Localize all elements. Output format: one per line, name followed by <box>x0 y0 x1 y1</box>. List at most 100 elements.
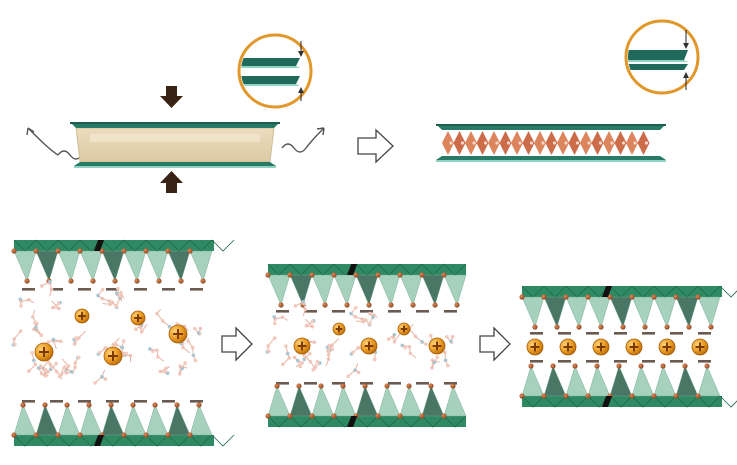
solvent-molecule <box>386 332 401 344</box>
tetrahedron <box>79 250 103 282</box>
oxygen-atom <box>165 248 171 254</box>
solvent-molecule <box>186 337 198 363</box>
plus-circle-icon <box>559 338 577 356</box>
tetrahedron <box>35 250 59 282</box>
molecule-spike <box>476 131 489 155</box>
oxygen-atom <box>397 272 403 278</box>
solid-arrow-icon-down <box>160 86 183 108</box>
oxygen-atom <box>309 272 315 278</box>
tetrahedron <box>609 365 633 397</box>
tetrahedron <box>377 274 401 306</box>
tetrahedron <box>355 274 379 306</box>
solvent-molecule <box>407 324 428 347</box>
oxygen-atom <box>686 324 692 330</box>
oxygen-atom <box>620 324 626 330</box>
charge-dash <box>360 382 373 385</box>
oxygen-atom <box>77 248 83 254</box>
solvent-molecule <box>61 358 74 375</box>
oxygen-atom <box>550 363 556 369</box>
oxygen-atom <box>419 413 425 419</box>
charge-dash <box>530 360 543 363</box>
oxygen-atom <box>708 324 714 330</box>
tetrahedron <box>609 296 633 328</box>
solvent-molecule <box>349 305 366 321</box>
solvent-molecule <box>349 345 366 356</box>
oxygen-atom <box>651 294 657 300</box>
interlayer-panel-wide <box>11 239 235 447</box>
tetrahedron <box>13 250 37 282</box>
charge-dash <box>698 360 711 363</box>
plus-circle-icon <box>103 346 123 366</box>
octahedral-band <box>522 286 722 297</box>
tetrahedron <box>565 365 589 397</box>
molecule-atom <box>495 141 499 145</box>
molecule-atom <box>460 141 465 145</box>
charge-dash <box>416 382 429 385</box>
solvent-molecule <box>72 355 81 375</box>
oxygen-atom <box>130 402 136 408</box>
tetrahedron <box>565 296 589 328</box>
tetrahedron <box>57 404 81 436</box>
solvent-molecule <box>102 300 119 310</box>
solvent-molecule <box>292 355 304 369</box>
molecule-atom <box>598 141 603 145</box>
charge-dash <box>106 400 119 403</box>
solvent-molecule <box>177 361 188 376</box>
charge-dash <box>360 310 373 313</box>
plus-circle-icon <box>34 342 54 362</box>
molecule-spike <box>545 131 558 155</box>
solid-arrow-icon-up <box>160 171 183 193</box>
oxygen-atom <box>695 393 701 399</box>
charge-dash <box>50 400 63 403</box>
molecule-atom <box>621 141 626 145</box>
tetrahedron <box>543 296 567 328</box>
oxygen-atom <box>174 402 180 408</box>
charge-dash <box>388 382 401 385</box>
tetrahedron <box>123 250 147 282</box>
edge-highlight <box>602 286 612 297</box>
oxygen-atom <box>673 393 679 399</box>
molecule-spike <box>568 131 581 155</box>
solvent-molecule <box>301 351 317 370</box>
oxygen-atom <box>441 413 447 419</box>
edge-highlight <box>94 240 104 251</box>
oxygen-atom <box>274 383 280 389</box>
oxygen-atom <box>112 278 118 284</box>
molecule-atom <box>472 141 476 145</box>
oxygen-atom <box>309 413 315 419</box>
oxygen-atom <box>11 432 17 438</box>
molecule-atom <box>633 141 637 145</box>
plus-circle-icon <box>168 324 188 344</box>
charge-dash <box>50 288 63 291</box>
oxygen-atom <box>532 324 538 330</box>
oxygen-atom <box>20 402 26 408</box>
oxygen-atom <box>410 302 416 308</box>
oxygen-atom <box>366 302 372 308</box>
molecule-atom <box>564 141 568 145</box>
oxygen-atom <box>143 248 149 254</box>
charge-dash <box>586 332 599 335</box>
solvent-molecule <box>46 337 63 349</box>
molecule-spike <box>591 131 604 155</box>
oxygen-atom <box>121 432 127 438</box>
solvent-molecule <box>346 363 361 379</box>
molecule-spike <box>603 131 615 155</box>
hollow-arrow-icon-2 <box>479 326 511 362</box>
oxygen-atom <box>419 272 425 278</box>
oxygen-atom <box>11 248 17 254</box>
solvent-molecule <box>400 343 417 359</box>
charge-dash <box>614 332 627 335</box>
octahedral-band <box>268 264 466 275</box>
plus-circle-icon <box>625 338 643 356</box>
charge-dash <box>444 310 457 313</box>
charge-dash <box>276 382 289 385</box>
oxygen-atom <box>196 402 202 408</box>
oxygen-atom <box>187 248 193 254</box>
octahedral-band <box>522 396 722 407</box>
plus-circle-icon <box>526 338 544 356</box>
molecule-atom <box>587 141 591 145</box>
charge-dash <box>190 400 203 403</box>
solvent-molecule <box>93 369 108 385</box>
molecule-atom <box>552 141 557 145</box>
charge-dash <box>332 382 345 385</box>
